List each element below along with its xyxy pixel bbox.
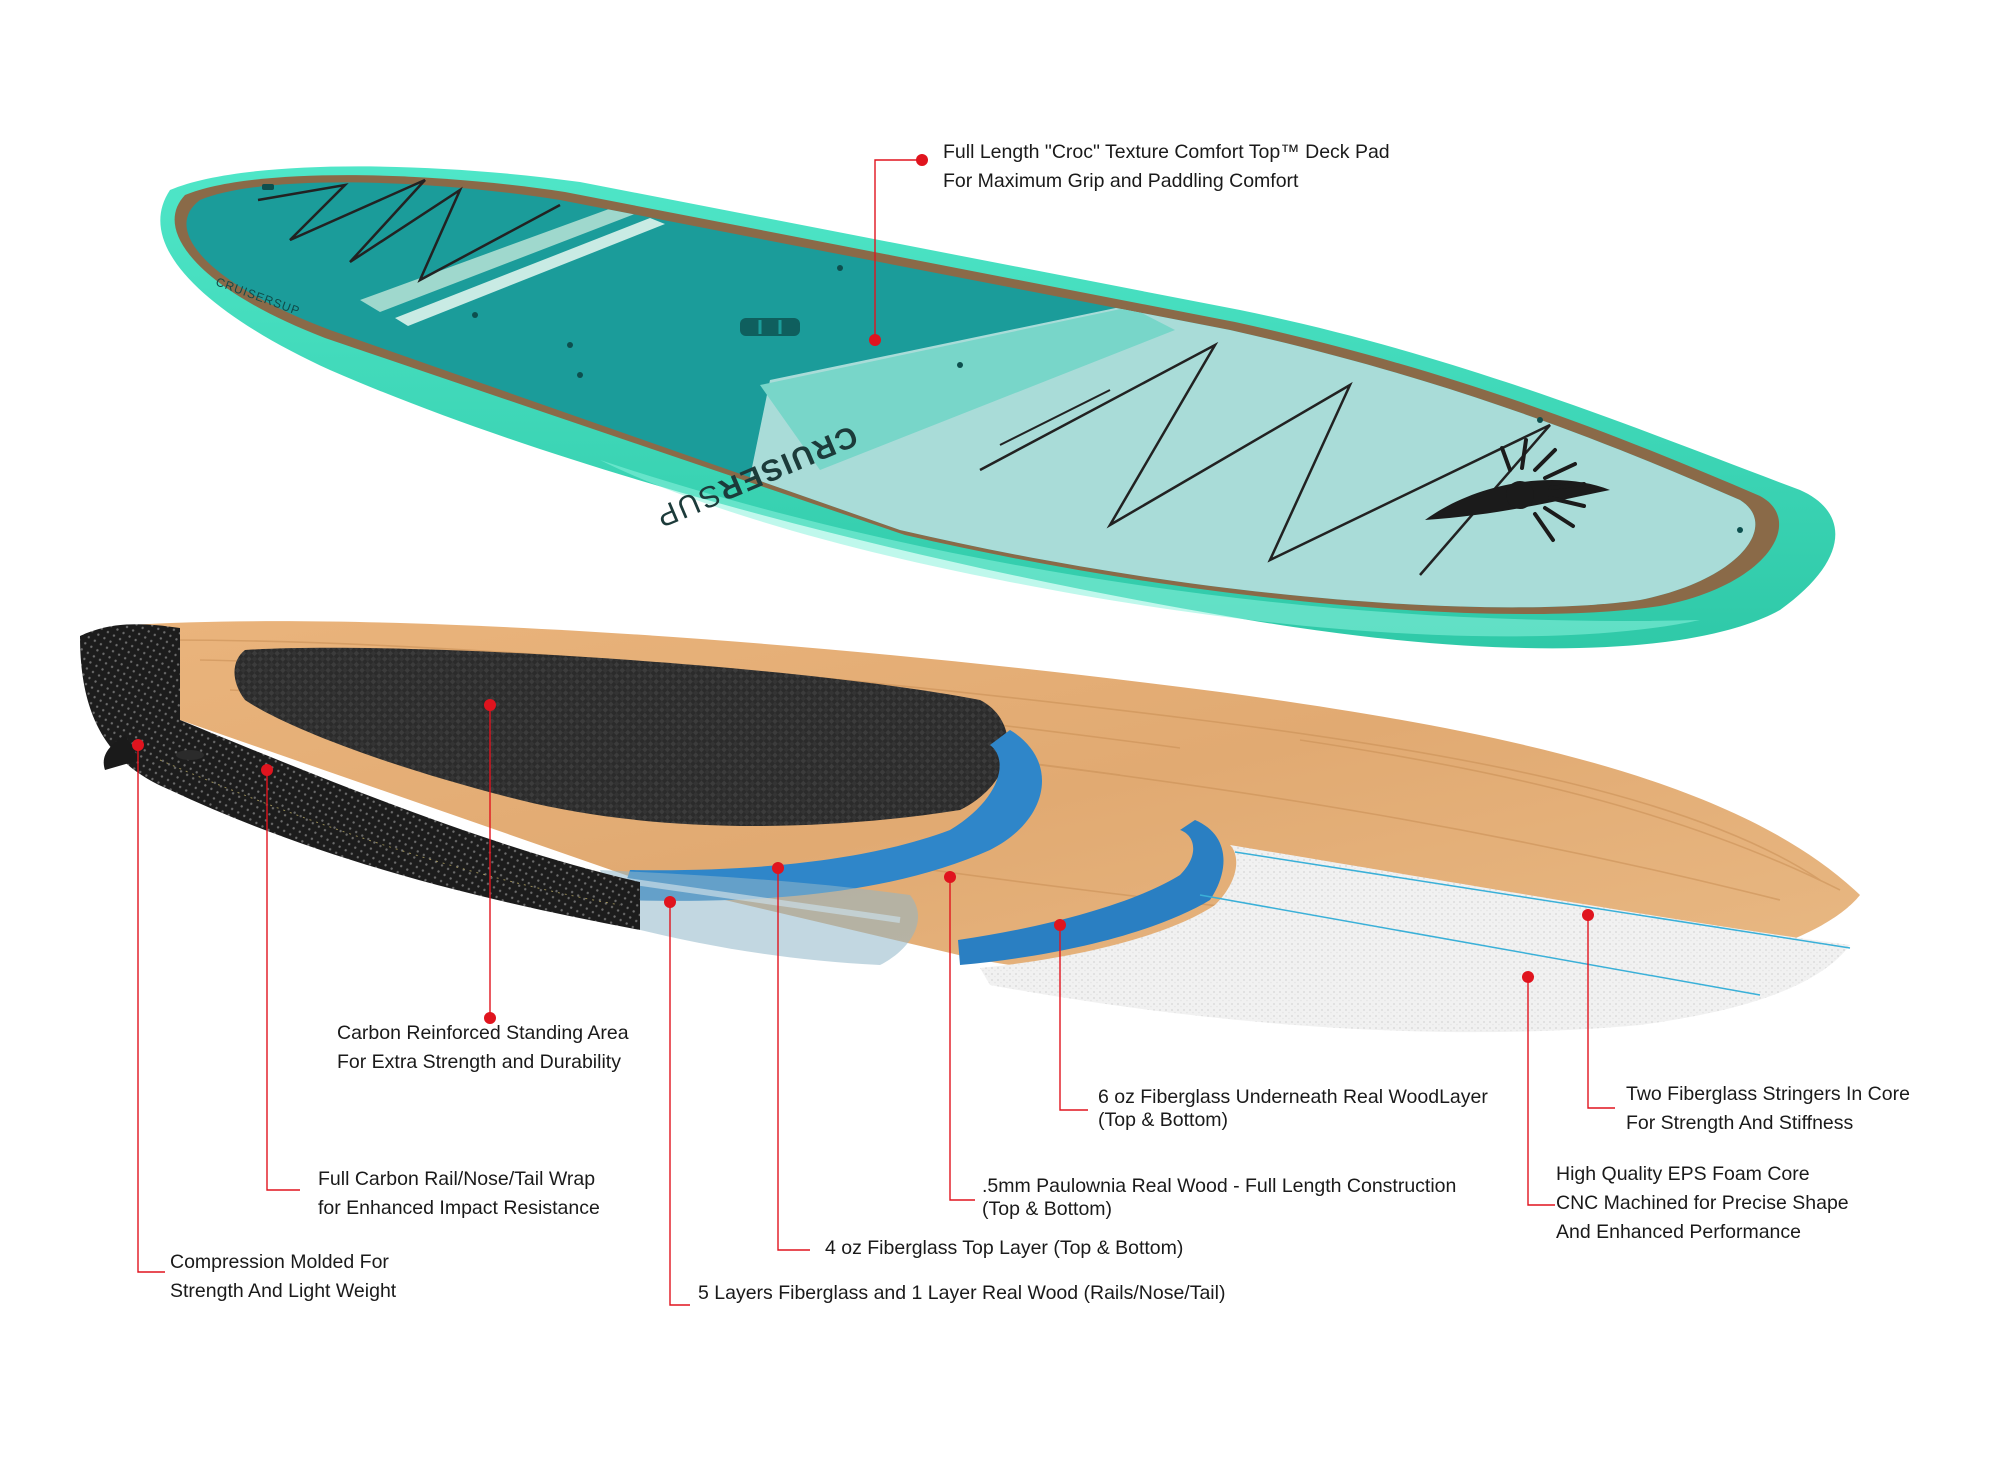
callout-line: .5mm Paulownia Real Wood - Full Length C… [982, 1175, 1457, 1197]
callout-compression-molded: Compression Molded For Strength And Ligh… [170, 1248, 396, 1306]
callout-line: Carbon Reinforced Standing Area [337, 1022, 629, 1044]
callout-five-layers: 5 Layers Fiberglass and 1 Layer Real Woo… [698, 1279, 1225, 1308]
sun-eye-emblem-icon [1425, 438, 1610, 542]
callout-line: For Strength And Stiffness [1626, 1112, 1854, 1134]
callout-line: 5 Layers Fiberglass and 1 Layer Real Woo… [698, 1282, 1226, 1304]
callout-line: for Enhanced Impact Resistance [318, 1197, 600, 1219]
front-bungee-cord [257, 178, 561, 283]
eps-foam-core [980, 845, 1850, 1033]
fiberglass-band-6oz [958, 820, 1224, 965]
callout-line: Full Carbon Rail/Nose/Tail Wrap [318, 1168, 596, 1190]
rear-bungee-cord [979, 341, 1551, 576]
translucent-rail-layers [600, 870, 919, 965]
callout-line: (Top & Bottom) [1098, 1109, 1229, 1131]
callout-line: 6 oz Fiberglass Underneath Real WoodLaye… [1098, 1086, 1488, 1108]
callout-line: High Quality EPS Foam Core [1556, 1163, 1810, 1185]
callout-carbon-rail-wrap: Full Carbon Rail/Nose/Tail Wrap for Enha… [318, 1165, 600, 1223]
callout-deck-pad: Full Length "Croc" Texture Comfort Top™ … [943, 138, 1390, 196]
callout-paulownia-wood: .5mm Paulownia Real Wood - Full Length C… [982, 1172, 1456, 1224]
callout-six-oz-fiberglass: 6 oz Fiberglass Underneath Real WoodLaye… [1098, 1083, 1488, 1135]
callout-line: For Maximum Grip and Paddling Comfort [943, 170, 1299, 192]
stringer-2 [1199, 894, 1761, 996]
carry-handle-icon [740, 318, 800, 336]
carbon-rail-wrap [80, 624, 640, 930]
callout-line: CNC Machined for Precise Shape [1556, 1192, 1849, 1214]
carbon-standing-area [234, 647, 1008, 827]
layered-board-cutaway [80, 621, 1860, 1033]
callout-four-oz-fiberglass: 4 oz Fiberglass Top Layer (Top & Bottom) [825, 1234, 1183, 1263]
callout-line: Compression Molded For [170, 1251, 389, 1273]
callout-line: (Top & Bottom) [982, 1198, 1113, 1220]
callout-eps-foam-core: High Quality EPS Foam Core CNC Machined … [1556, 1160, 1849, 1247]
callout-line: Full Length "Croc" Texture Comfort Top™ … [943, 141, 1390, 163]
fin [103, 735, 140, 770]
callout-carbon-standing-area: Carbon Reinforced Standing Area For Extr… [337, 1019, 629, 1077]
callout-line: 4 oz Fiberglass Top Layer (Top & Bottom) [825, 1237, 1184, 1259]
stringer-1 [1234, 851, 1851, 949]
callout-line: For Extra Strength and Durability [337, 1051, 621, 1073]
callout-line: Strength And Light Weight [170, 1280, 397, 1302]
fiberglass-band-4oz [620, 730, 1043, 901]
callout-line: And Enhanced Performance [1556, 1221, 1801, 1243]
callout-fiberglass-stringers: Two Fiberglass Stringers In Core For Str… [1626, 1080, 1910, 1138]
callout-line: Two Fiberglass Stringers In Core [1626, 1083, 1910, 1105]
leader-lines [132, 154, 1615, 1306]
